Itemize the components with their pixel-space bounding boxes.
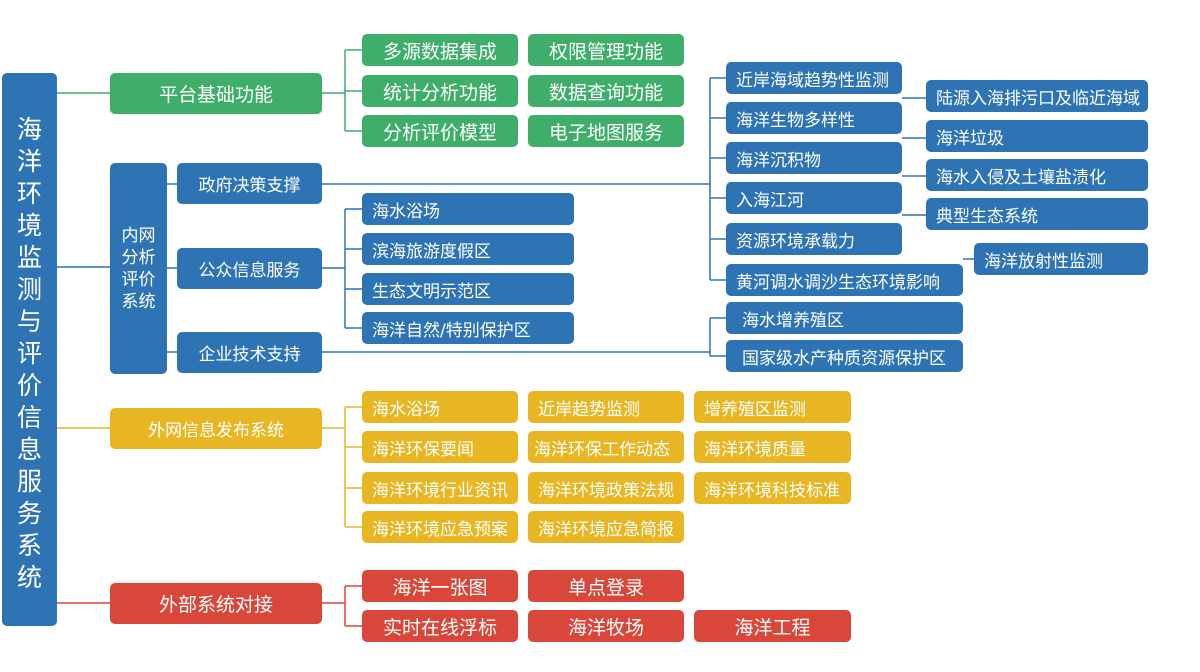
- public-service-node: 公众信息服务: [177, 248, 322, 289]
- external-item: 单点登录: [528, 570, 684, 602]
- monitor-item: 黄河调水调沙生态环境影响: [726, 264, 963, 296]
- intranet-node: 内网分析评价系统: [110, 163, 167, 374]
- external-item: 实时在线浮标: [362, 610, 518, 642]
- extranet-item: 海洋环境应急预案: [362, 511, 518, 543]
- monitor-sub-item: 海水入侵及土壤盐渍化: [926, 159, 1148, 191]
- extranet-item: 海洋环境政策法规: [528, 472, 684, 504]
- monitor-sub-item: 陆源入海排污口及临近海域: [926, 80, 1148, 112]
- external-item: 海洋一张图: [362, 570, 518, 602]
- monitor-sub-item: 典型生态系统: [926, 198, 1148, 230]
- public-item: 滨海旅游度假区: [362, 233, 574, 265]
- enterprise-support-node: 企业技术支持: [177, 332, 322, 373]
- extranet-item: 海水浴场: [362, 391, 518, 423]
- platform-item: 分析评价模型: [362, 115, 518, 147]
- external-item: 海洋工程: [694, 610, 851, 642]
- platform-item: 电子地图服务: [528, 115, 684, 147]
- platform-node: 平台基础功能: [110, 73, 322, 114]
- monitor-item: 近岸海域趋势性监测: [726, 62, 902, 94]
- platform-item: 数据查询功能: [528, 75, 684, 107]
- enterprise-item: 国家级水产种质资源保护区: [726, 340, 963, 372]
- extranet-item: 海洋环保工作动态: [528, 431, 684, 463]
- platform-item: 统计分析功能: [362, 75, 518, 107]
- monitor-item: 入海江河: [726, 182, 902, 214]
- external-node: 外部系统对接: [110, 583, 322, 624]
- extranet-item: 海洋环境科技标准: [694, 472, 851, 504]
- platform-item: 多源数据集成: [362, 34, 518, 66]
- public-item: 生态文明示范区: [362, 273, 574, 305]
- monitor-item: 海洋生物多样性: [726, 102, 902, 134]
- extranet-item: 海洋环境应急简报: [528, 511, 684, 543]
- extranet-item: 海洋环境行业资讯: [362, 472, 518, 504]
- public-item: 海水浴场: [362, 193, 574, 225]
- extranet-node: 外网信息发布系统: [110, 408, 322, 449]
- monitor-sub-item: 海洋垃圾: [926, 120, 1148, 152]
- extranet-item: 增养殖区监测: [694, 391, 851, 423]
- external-item: 海洋牧场: [528, 610, 684, 642]
- extranet-item: 海洋环境质量: [694, 431, 851, 463]
- public-item: 海洋自然/特别保护区: [362, 312, 574, 344]
- intranet-label: 内网分析评价系统: [121, 225, 156, 312]
- root-node: 海洋环境监测与评价信息服务系统: [2, 73, 57, 626]
- monitor-sub-item: 海洋放射性监测: [974, 243, 1148, 275]
- monitor-item: 海洋沉积物: [726, 142, 902, 174]
- gov-support-node: 政府决策支撑: [177, 163, 322, 204]
- platform-item: 权限管理功能: [528, 34, 684, 66]
- root-title: 海洋环境监测与评价信息服务系统: [16, 114, 42, 592]
- monitor-item: 资源环境承载力: [726, 223, 902, 255]
- extranet-item: 近岸趋势监测: [528, 391, 684, 423]
- enterprise-item: 海水增养殖区: [726, 302, 963, 334]
- extranet-item: 海洋环保要闻: [362, 431, 518, 463]
